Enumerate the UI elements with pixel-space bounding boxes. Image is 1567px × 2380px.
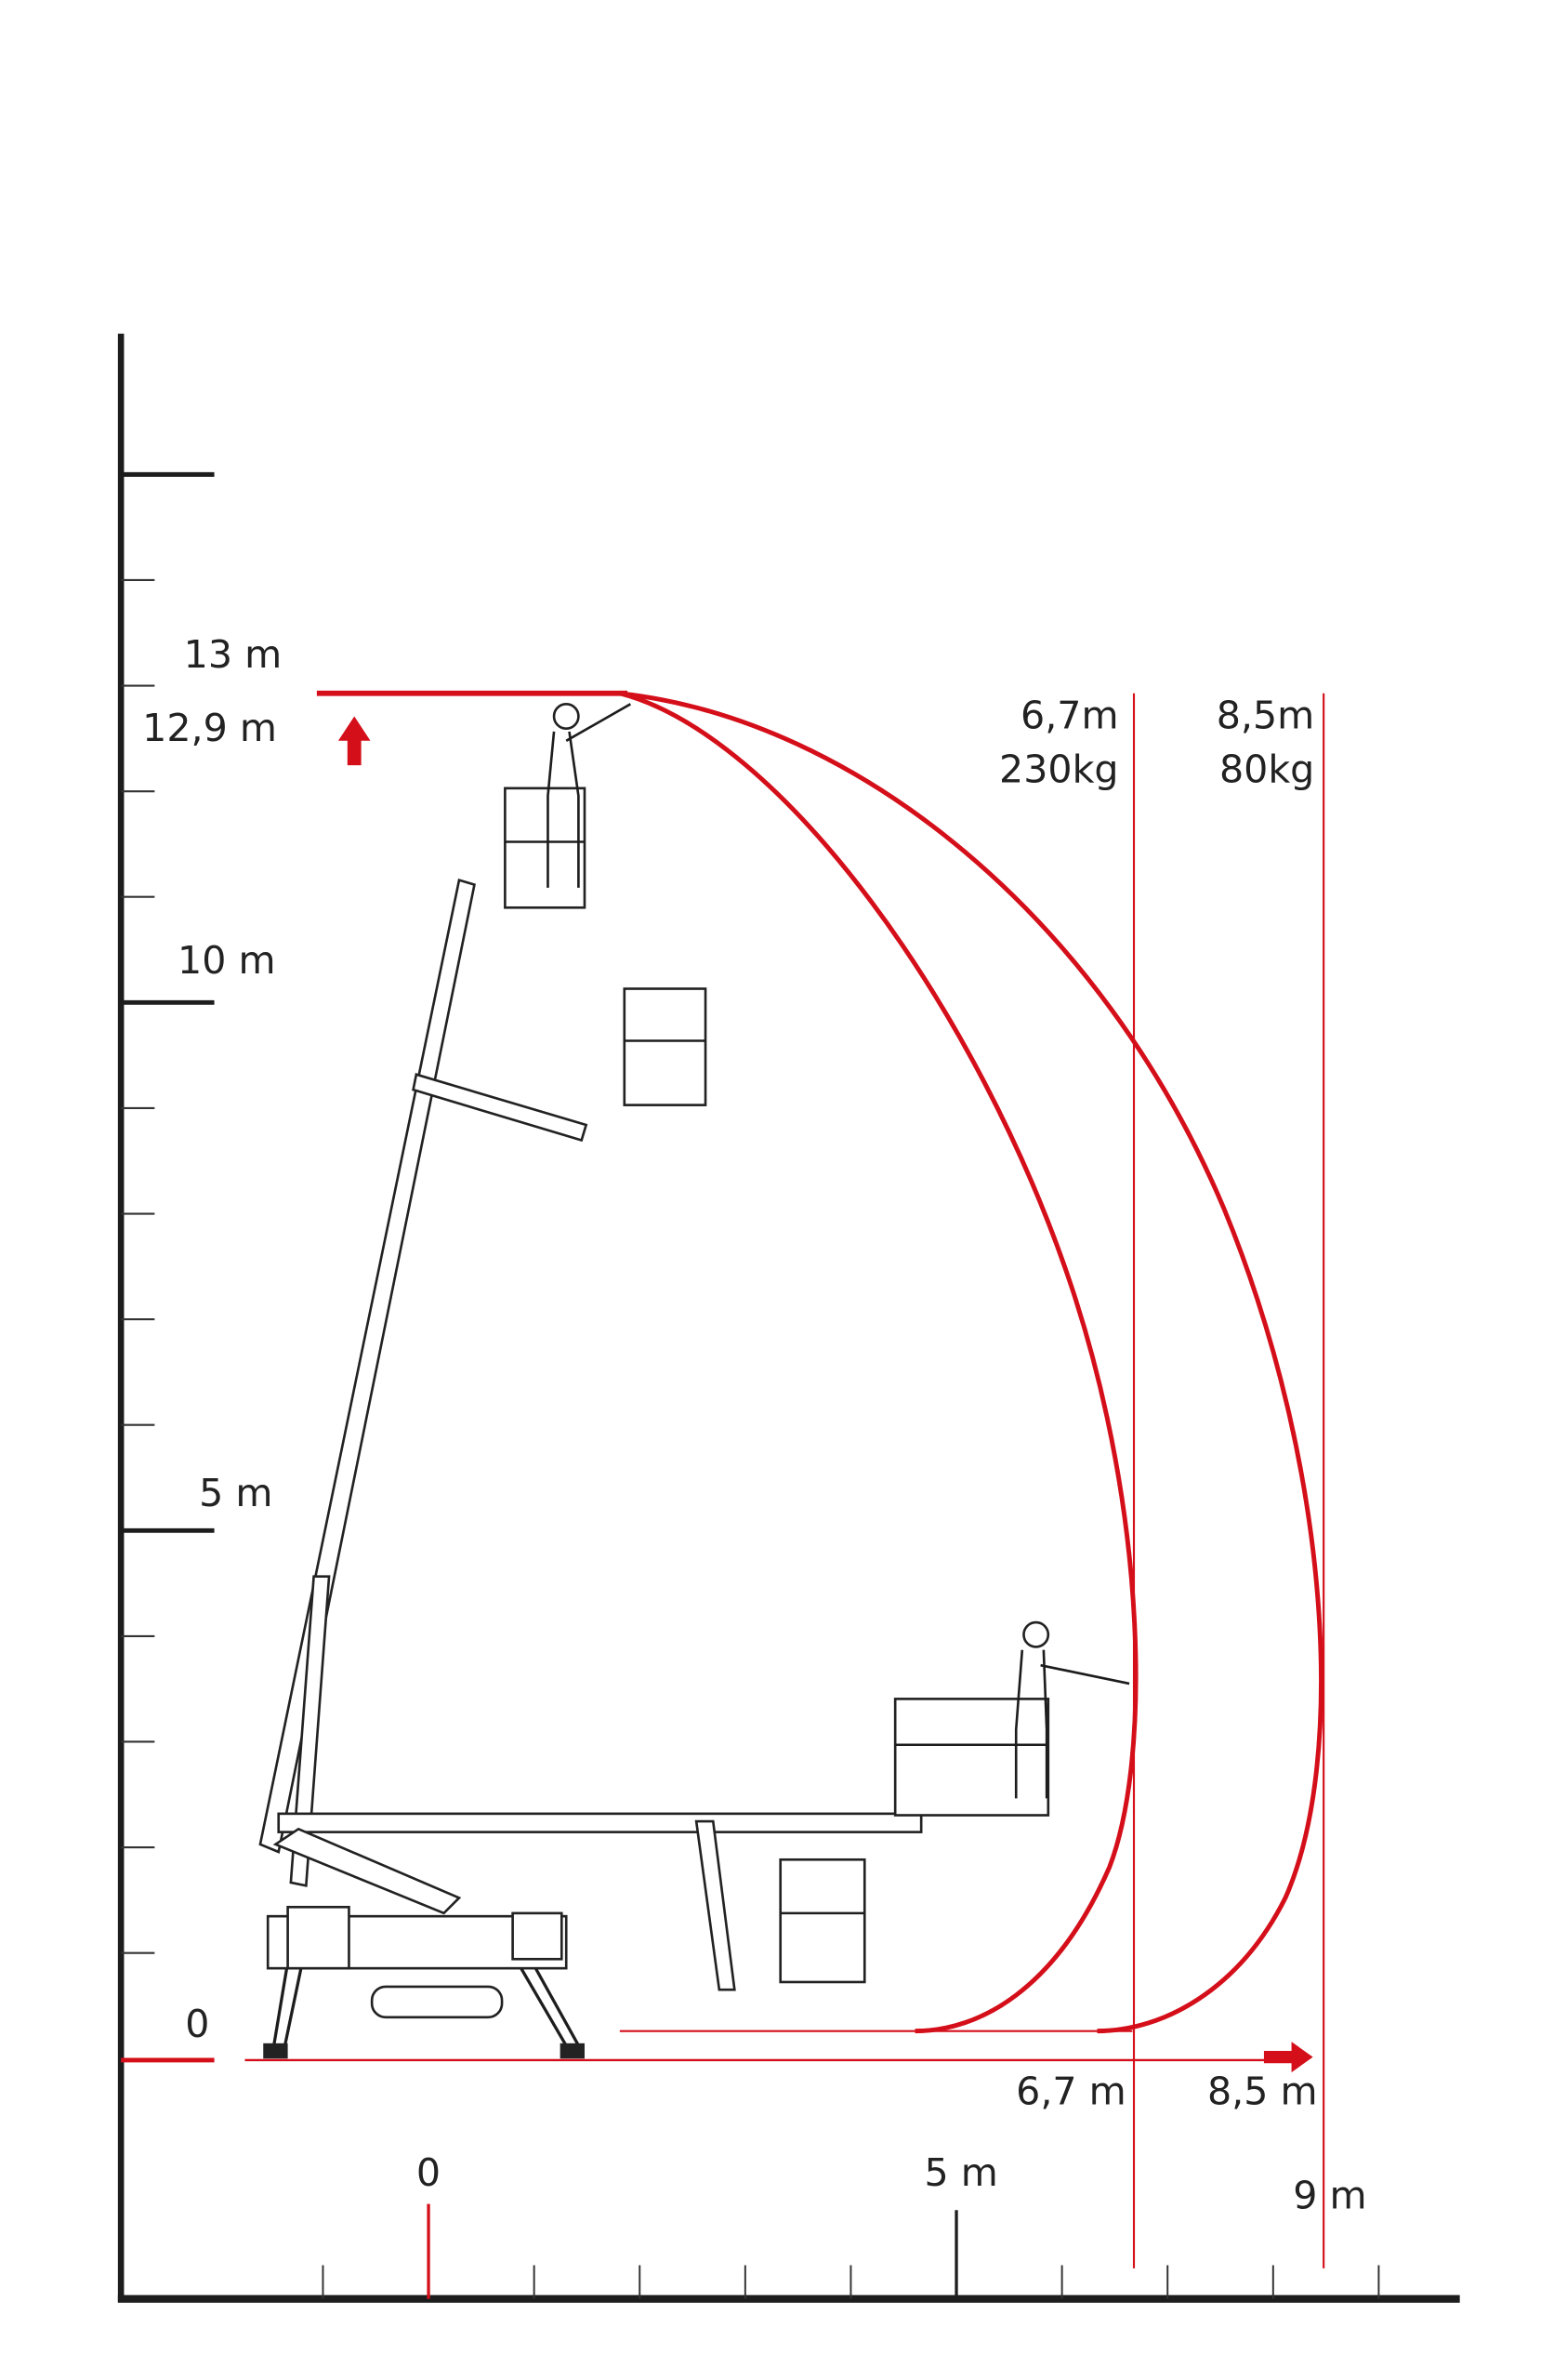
y-axis bbox=[117, 333, 215, 2303]
y-label-0: 0 bbox=[185, 2002, 209, 2046]
y-label-13m: 13 m bbox=[184, 632, 283, 677]
y-label-10m: 10 m bbox=[178, 938, 276, 983]
working-envelope bbox=[244, 690, 1323, 2062]
x-label-9m: 9 m bbox=[1293, 2174, 1366, 2218]
height-arrow-icon bbox=[337, 716, 371, 766]
reach-ground-label-2: 8,5 m bbox=[1207, 2069, 1318, 2114]
x-label-5m: 5 m bbox=[924, 2150, 997, 2195]
reach-height-label-1: 6,7m bbox=[1021, 694, 1119, 738]
reach-ground-label-1: 6,7 m bbox=[1016, 2069, 1126, 2114]
reach-height-label-2: 8,5m bbox=[1217, 694, 1315, 738]
spider-lift-drawing bbox=[258, 702, 1130, 2059]
y-label-5m: 5 m bbox=[199, 1471, 272, 1515]
x-axis bbox=[117, 2203, 1460, 2303]
y-label-12-9m: 12,9 m bbox=[142, 706, 277, 750]
x-label-0: 0 bbox=[416, 2150, 441, 2195]
reach-arrow-icon bbox=[1263, 2042, 1313, 2073]
reach-load-label-2: 80kg bbox=[1219, 747, 1314, 791]
reach-load-label-1: 230kg bbox=[999, 747, 1118, 791]
